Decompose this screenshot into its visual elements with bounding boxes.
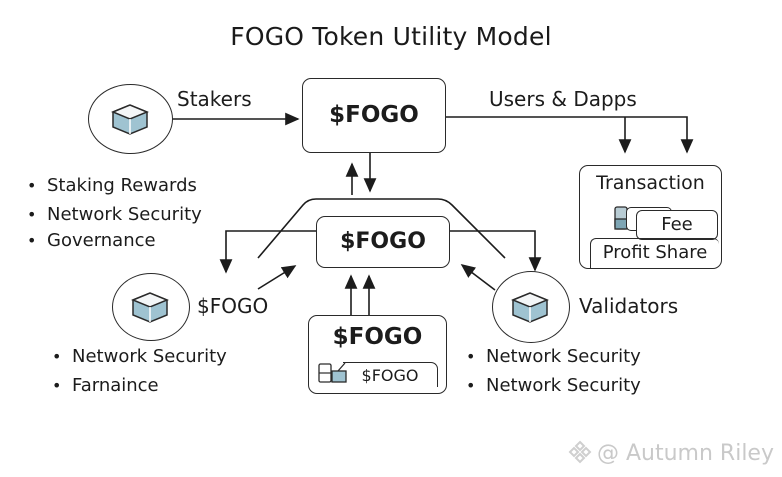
bottom-token-sub-label: $FOGO xyxy=(361,366,419,385)
top-token-box[interactable]: $FOGO xyxy=(302,78,446,153)
holder-benefits-list: Network Security Farnaince xyxy=(52,342,227,400)
fee-card: Fee xyxy=(636,210,718,240)
stakers-benefits-list: Staking Rewards Network Security Governa… xyxy=(27,171,202,255)
holder-label: $FOGO xyxy=(197,294,269,318)
users-dapps-label: Users & Dapps xyxy=(489,87,637,111)
transaction-box[interactable]: Transaction Fee Profit Share xyxy=(579,165,722,269)
cube-icon xyxy=(111,104,149,135)
profit-share-label: Profit Share xyxy=(602,242,708,263)
transaction-title: Transaction xyxy=(596,172,705,194)
cube-icon xyxy=(511,292,549,323)
line-top-to-users xyxy=(446,116,694,154)
center-token-label: $FOGO xyxy=(340,229,426,254)
wallet-icon xyxy=(318,362,347,383)
diagram-title: FOGO Token Utility Model xyxy=(230,22,552,51)
bottom-token-sub-card: $FOGO xyxy=(343,362,438,387)
bottom-token-label: $FOGO xyxy=(332,324,423,350)
arch-line xyxy=(257,198,506,259)
profit-share-card: Profit Share xyxy=(590,238,719,269)
validators-label: Validators xyxy=(579,294,679,318)
list-item: Network Security xyxy=(27,200,202,229)
list-item: Staking Rewards xyxy=(27,171,202,200)
bottom-token-box[interactable]: $FOGO $FOGO xyxy=(308,315,447,394)
stakers-node xyxy=(88,84,173,154)
arrow-holder-to-center xyxy=(257,265,297,290)
arrow-validators-to-center xyxy=(460,264,496,291)
arrow-center-to-left xyxy=(219,230,316,274)
list-item: Governance xyxy=(27,226,202,255)
holder-node xyxy=(112,273,190,341)
stakers-label: Stakers xyxy=(177,87,252,111)
top-token-label: $FOGO xyxy=(329,102,419,128)
validator-benefits-list: Network Security Network Security xyxy=(466,342,641,400)
validators-node xyxy=(492,271,570,343)
list-item: Network Security xyxy=(52,342,227,371)
center-token-box[interactable]: $FOGO xyxy=(316,216,450,268)
watermark: @ Autumn Riley xyxy=(567,439,774,466)
list-item: Network Security xyxy=(466,371,641,400)
binance-logo-icon xyxy=(568,440,592,464)
watermark-text: @ Autumn Riley xyxy=(597,441,774,466)
cube-icon xyxy=(131,292,169,323)
arrow-center-to-validators xyxy=(450,230,542,272)
fee-label: Fee xyxy=(661,214,693,235)
list-item: Farnaince xyxy=(52,371,227,400)
list-item: Network Security xyxy=(466,342,641,371)
